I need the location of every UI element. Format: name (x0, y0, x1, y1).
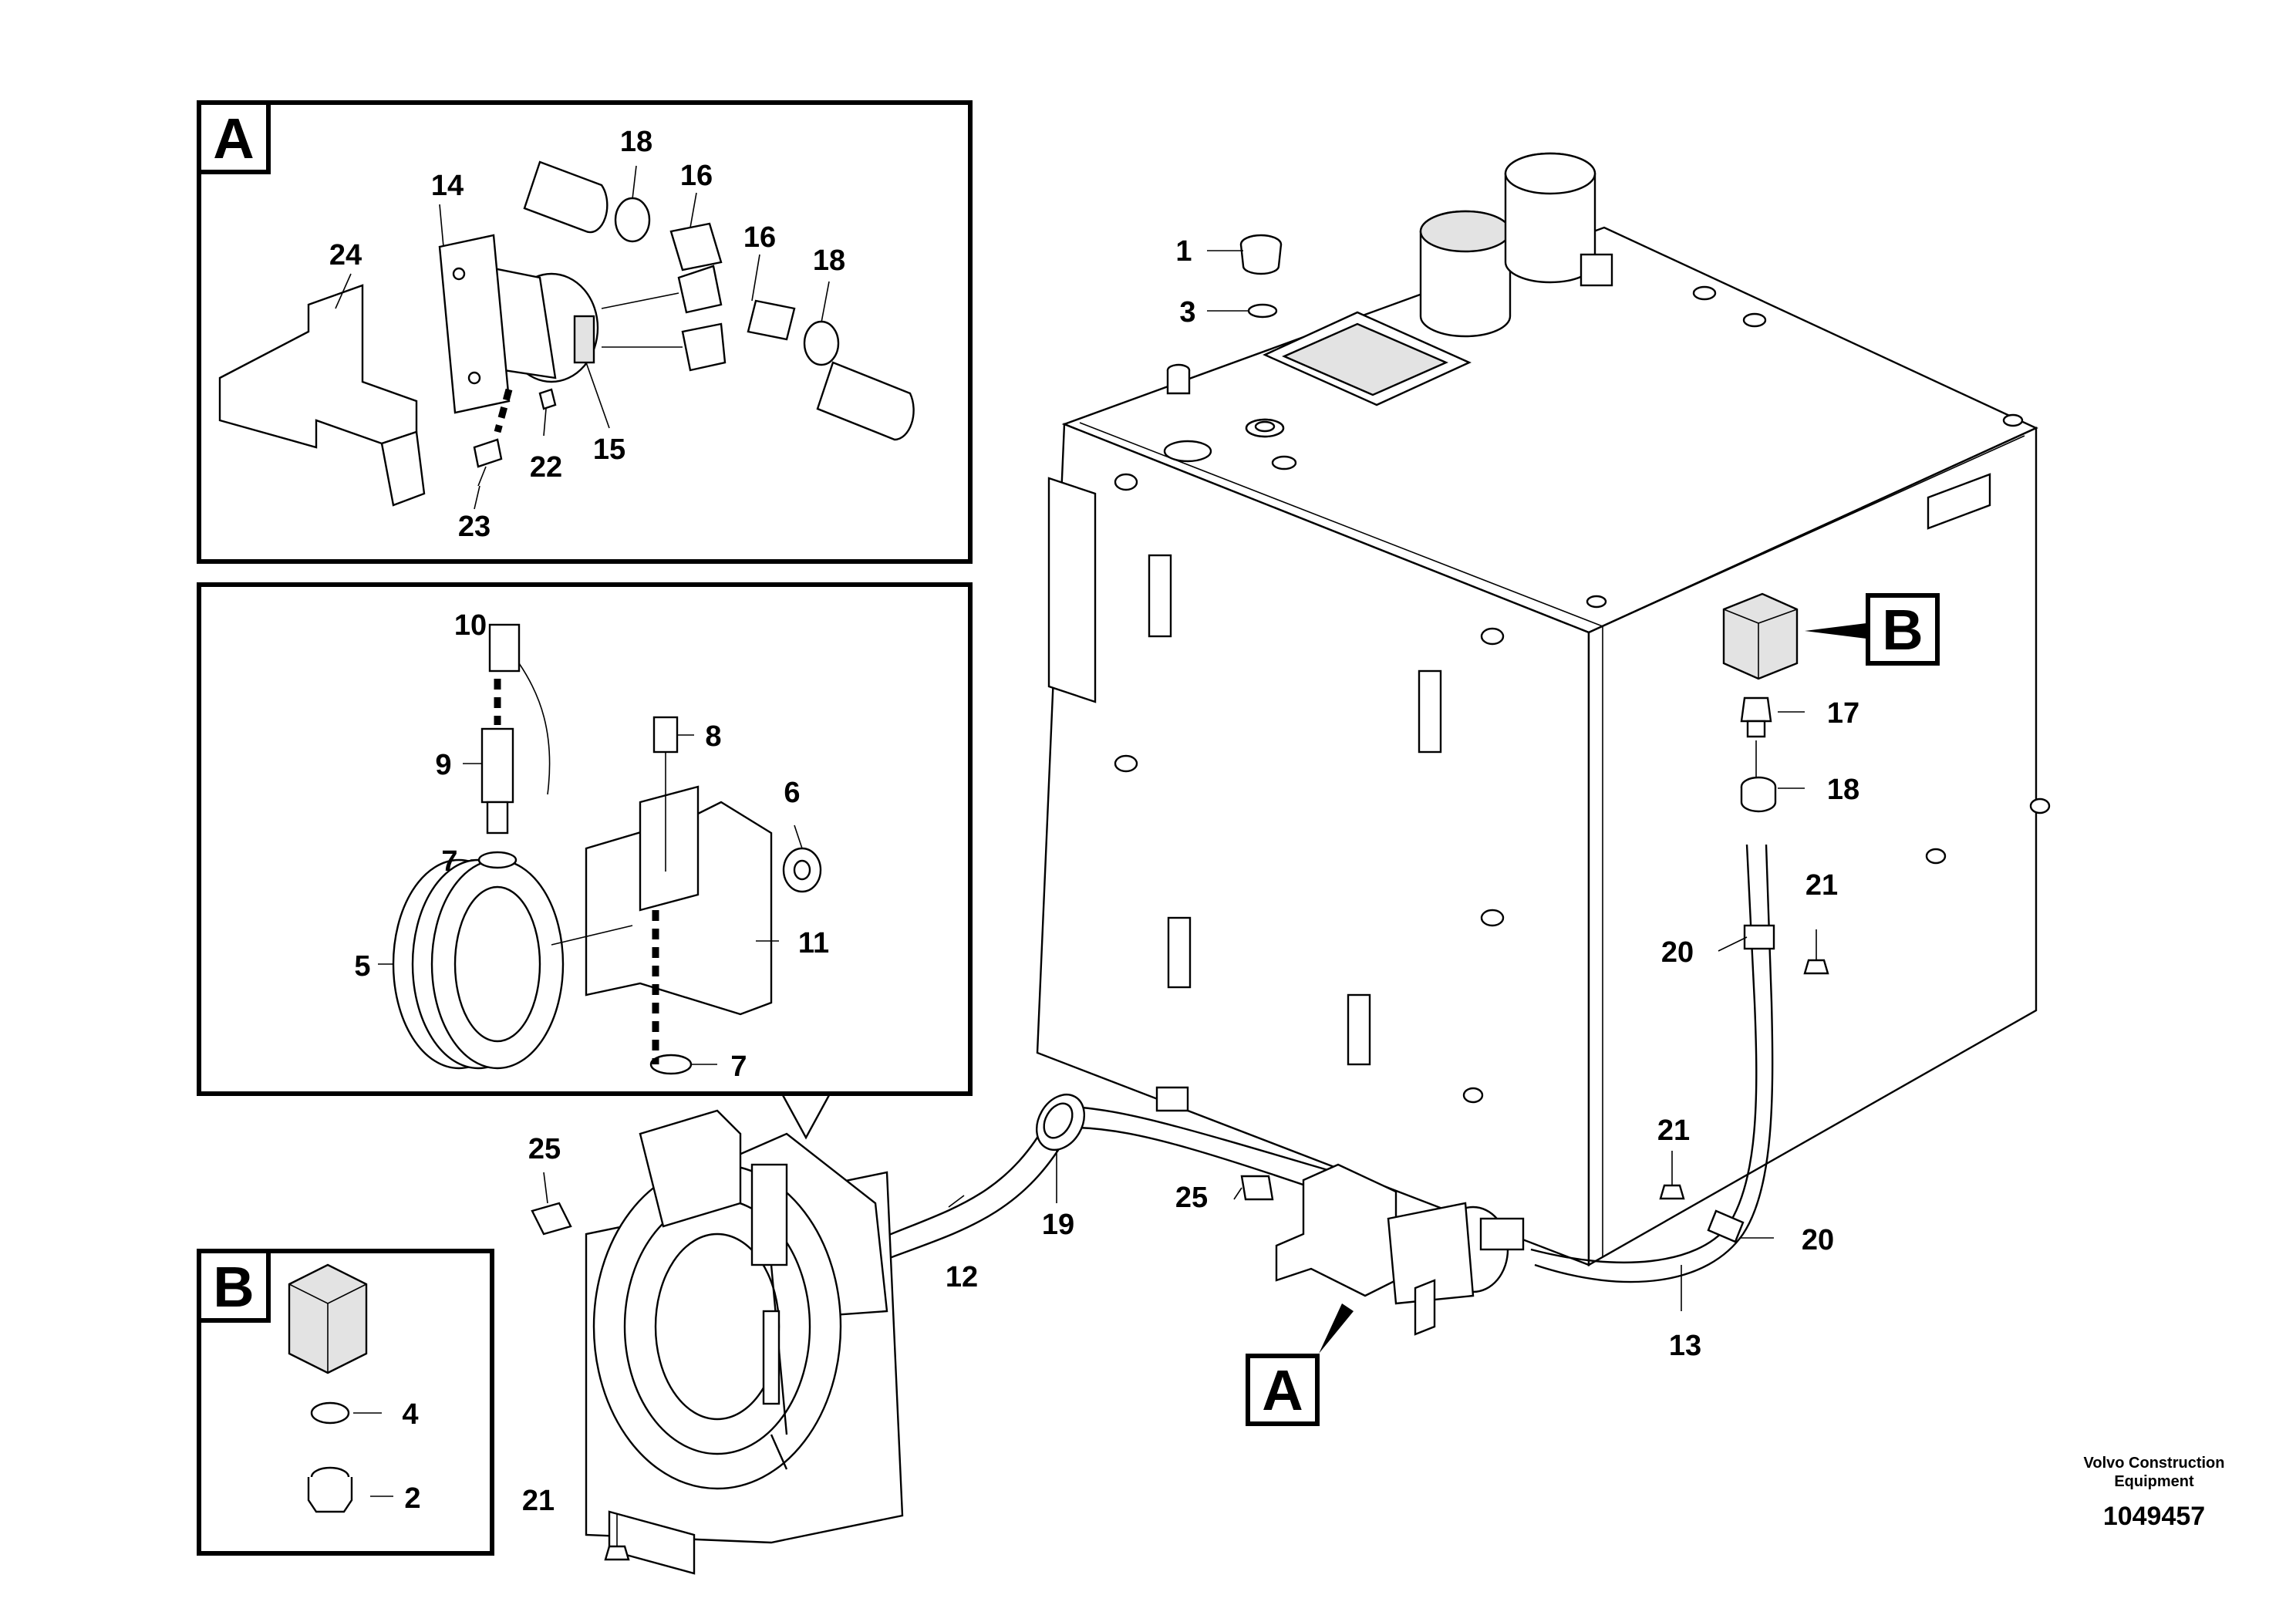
hose-clamp-18 (1740, 776, 1777, 813)
callout-10: 10 (454, 609, 487, 642)
callout-24: 24 (329, 239, 362, 271)
callout-11: 11 (798, 927, 829, 959)
filter-assembly-installed (1275, 1163, 1525, 1336)
callout-16-a: 16 (680, 160, 713, 192)
document-number: 1049457 (2103, 1502, 2205, 1531)
fitting-17 (1740, 696, 1772, 738)
callout-4: 4 (402, 1398, 418, 1431)
sensor-cube-ref (1722, 592, 1799, 680)
detail-box-a (197, 100, 973, 564)
callout-18-b: 18 (813, 244, 845, 277)
tank-filter-housing (1419, 152, 1613, 338)
maker-line-2: Equipment (2114, 1473, 2194, 1490)
callout-20-lower: 20 (1802, 1224, 1834, 1256)
callout-7-upper: 7 (441, 845, 457, 878)
callout-1: 1 (1175, 235, 1192, 268)
callout-12: 12 (946, 1261, 978, 1293)
callout-16-b: 16 (743, 221, 776, 254)
ref-box-a-letter: A (1262, 1358, 1303, 1422)
bracket-25-right (1240, 1175, 1274, 1201)
box-pointer (781, 1094, 831, 1140)
callout-2: 2 (404, 1482, 420, 1515)
clamp-20-lower (1707, 1209, 1745, 1243)
hose-12-edge (863, 1118, 1050, 1247)
detail-box-b-letter: B (213, 1255, 254, 1319)
filler-cap (1239, 234, 1283, 275)
maker-line-1: Volvo Construction (2084, 1455, 2225, 1472)
callout-25-right: 25 (1175, 1182, 1208, 1214)
ref-box-a (1246, 1303, 1354, 1426)
callout-labels: 1 3 2 4 5 6 7 7 8 9 10 11 12 13 14 15 16… (329, 126, 1859, 1517)
callout-7-lower: 7 (730, 1050, 747, 1083)
oring-3 (1247, 303, 1278, 319)
bolt-21-left (604, 1531, 630, 1561)
heater-assembly (585, 1109, 904, 1575)
ref-box-b (1805, 593, 1940, 666)
tank-bosses (1114, 473, 2051, 1104)
callout-23: 23 (458, 511, 491, 543)
callout-18-a: 18 (620, 126, 652, 158)
detail-box-b (197, 1249, 494, 1556)
callout-18-c: 18 (1827, 774, 1859, 806)
callout-6: 6 (784, 777, 800, 809)
plug-2 (307, 1466, 353, 1513)
callout-15: 15 (593, 433, 625, 466)
callout-21-left: 21 (522, 1485, 555, 1517)
bracket-25-left (531, 1202, 572, 1236)
grommet-19 (1035, 1094, 1086, 1151)
detail-box-a-letter: A (213, 106, 254, 170)
callout-14: 14 (431, 170, 464, 202)
callout-13: 13 (1669, 1330, 1701, 1362)
detail-box-heater (197, 582, 973, 1096)
leader-lines (335, 165, 1817, 1531)
bolt-21-right (1803, 959, 1829, 975)
callout-21-right: 21 (1805, 869, 1838, 902)
callout-17: 17 (1827, 697, 1859, 730)
clamp-20-upper (1743, 924, 1775, 950)
oring-4 (310, 1401, 350, 1425)
ref-box-b-letter: B (1882, 598, 1923, 662)
callout-21-mid: 21 (1657, 1114, 1690, 1147)
callout-8: 8 (705, 720, 721, 753)
callout-22: 22 (530, 451, 562, 484)
callout-20-upper: 20 (1661, 936, 1694, 969)
callout-3: 3 (1179, 296, 1195, 329)
callout-5: 5 (354, 950, 370, 983)
callout-25-left: 25 (528, 1133, 561, 1165)
callout-9: 9 (435, 749, 451, 781)
bolt-21-mid (1659, 1184, 1685, 1200)
callout-19: 19 (1042, 1209, 1074, 1241)
